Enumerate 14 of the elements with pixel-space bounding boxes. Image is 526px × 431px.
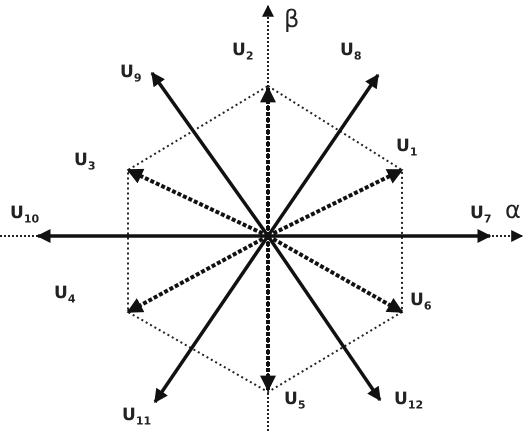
vector-label: U$_{4}$ bbox=[54, 283, 76, 308]
vector-label: U$_{2}$ bbox=[232, 40, 254, 64]
vector-label: U$_{12}$ bbox=[394, 389, 424, 414]
vector-label: U$_{3}$ bbox=[74, 150, 96, 174]
vector-label: U$_{10}$ bbox=[10, 203, 40, 228]
vector-label: U$_{6}$ bbox=[410, 290, 432, 314]
axis-label: α bbox=[505, 197, 521, 223]
vector-label: U$_{1}$ bbox=[396, 136, 418, 160]
axis-label: β bbox=[284, 6, 300, 32]
vector-label: U$_{7}$ bbox=[470, 203, 492, 228]
vector-label: U$_{11}$ bbox=[122, 405, 152, 430]
vector-label: U$_{5}$ bbox=[284, 389, 306, 414]
vector-label: U$_{9}$ bbox=[120, 62, 142, 86]
vector-label: U$_{8}$ bbox=[340, 40, 362, 64]
